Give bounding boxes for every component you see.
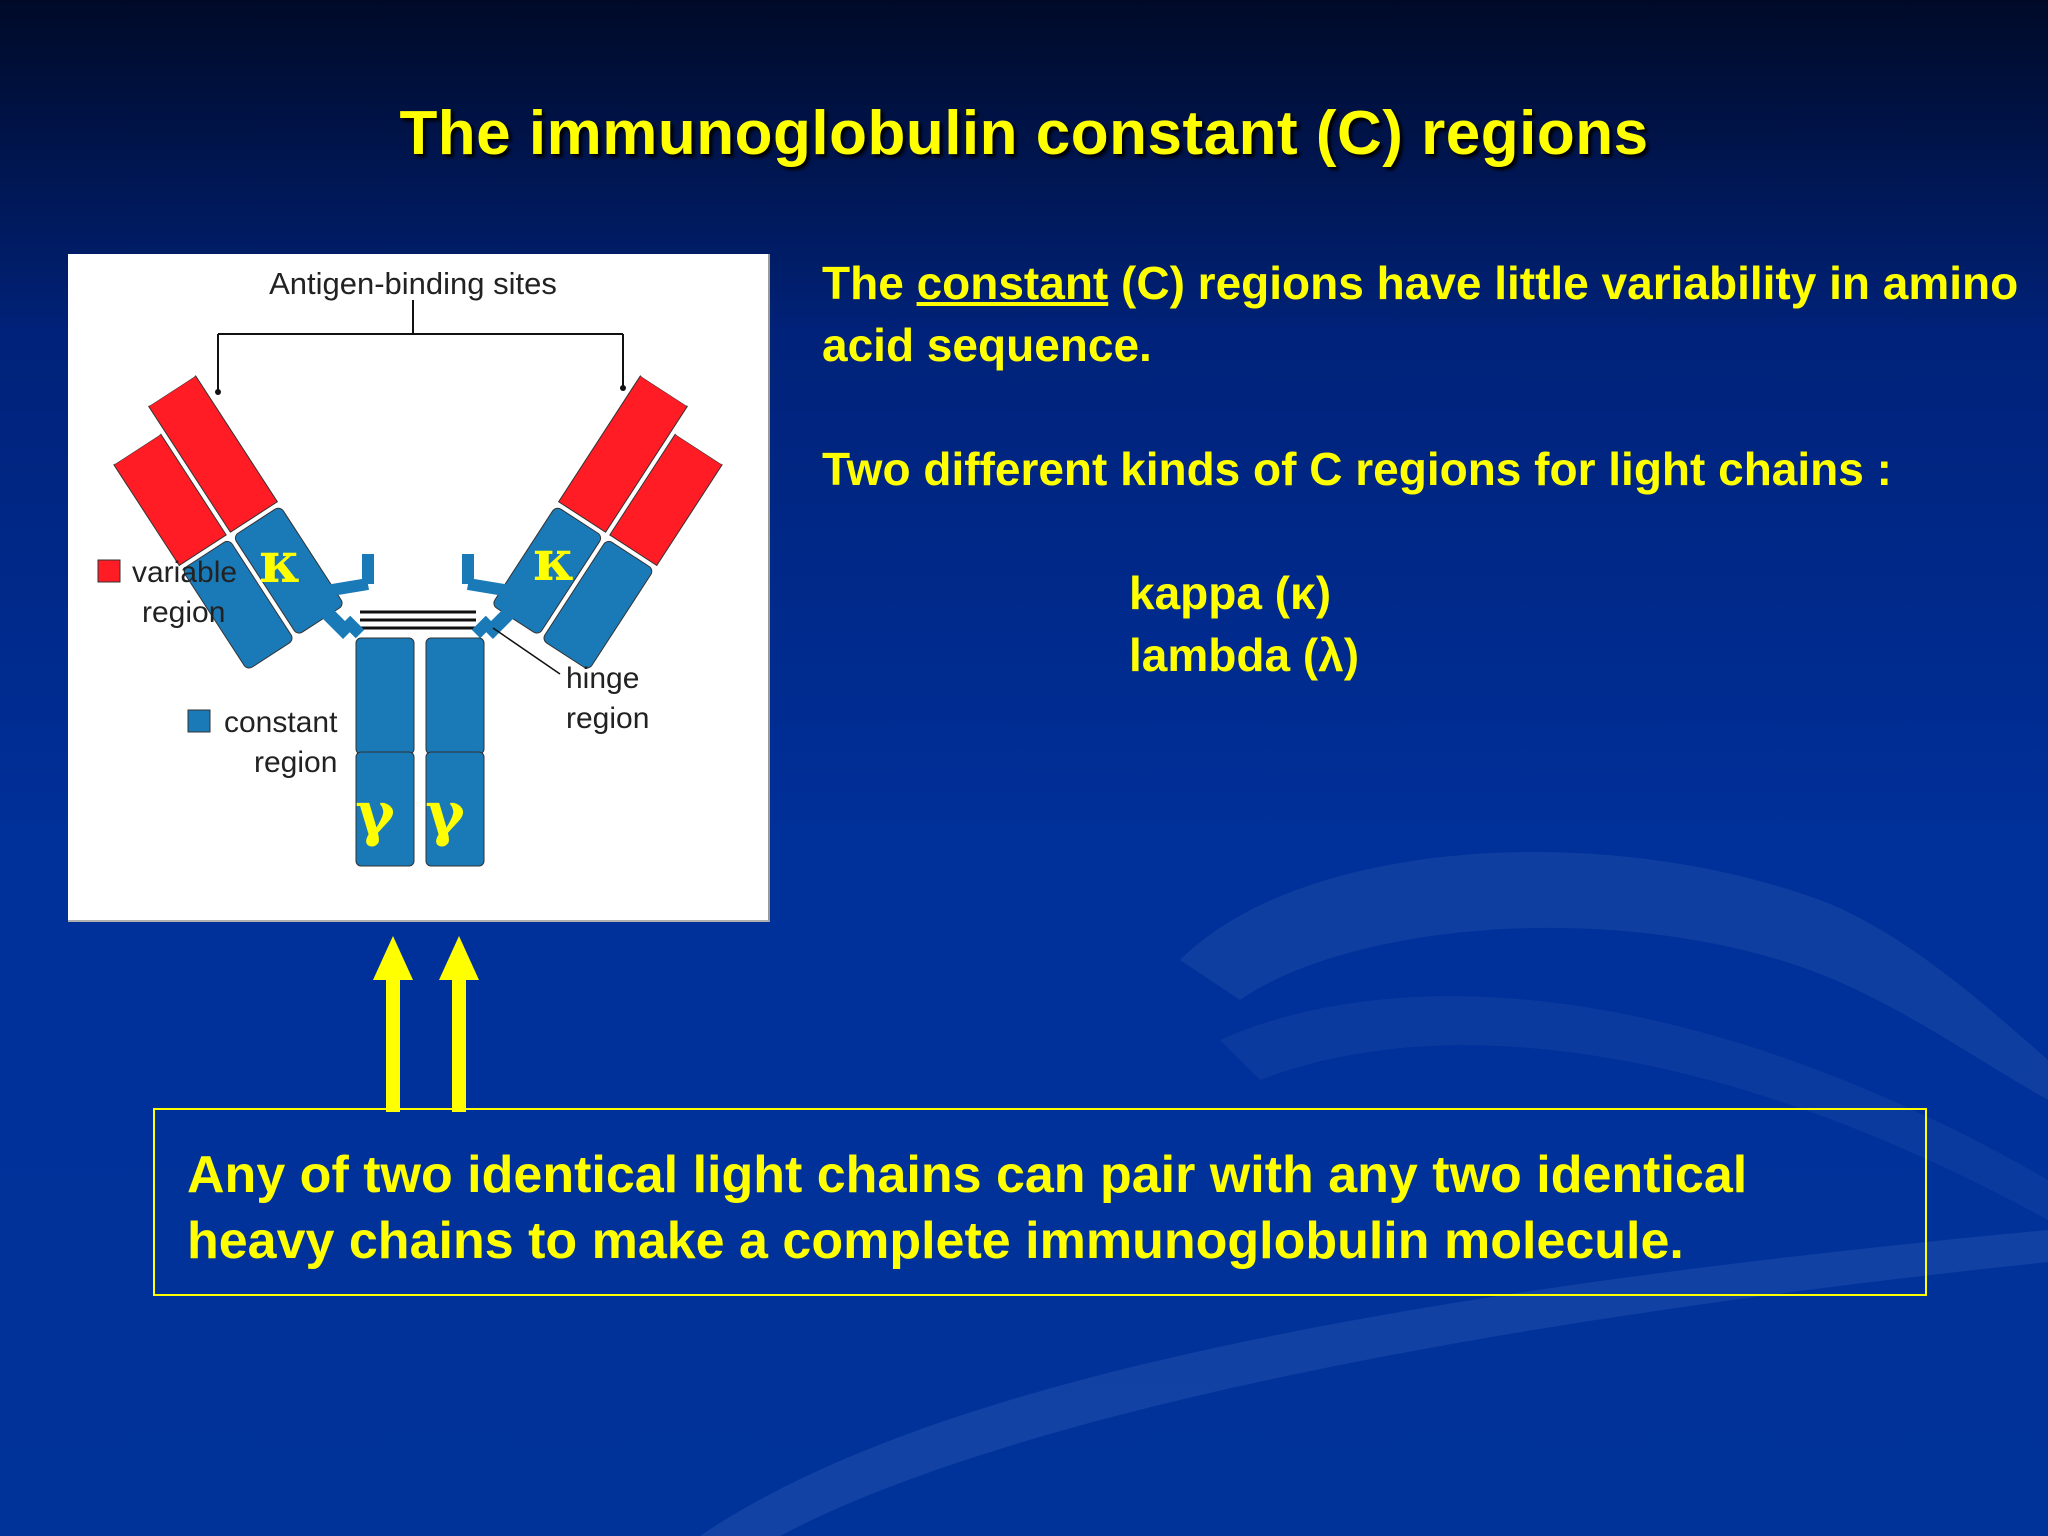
right-light-constant <box>543 540 653 669</box>
right-heavy-variable <box>557 375 688 533</box>
kappa-left-label: κ <box>259 530 301 596</box>
antibody-diagram: Antigen-binding sites <box>68 254 770 922</box>
slide-title: The immunoglobulin constant (C) regions <box>399 99 1649 168</box>
antigen-bracket <box>217 300 624 390</box>
arrow-shaft-left <box>386 976 400 1112</box>
light-chain-kinds-paragraph: Two different kinds of C regions for lig… <box>822 443 1892 495</box>
gamma-right-label: γ <box>425 779 465 849</box>
constant-legend-label-1: constant <box>224 706 338 739</box>
antigen-binding-label: Antigen-binding sites <box>269 266 557 301</box>
hinge-pointer <box>492 627 561 675</box>
kappa-right-label: κ <box>533 528 575 594</box>
explanation-text: The constant (C) regions have little var… <box>822 252 2022 686</box>
right-fab-arm <box>493 375 723 669</box>
kappa-item: kappa (κ) <box>1129 567 1332 619</box>
pairing-note-line-1: Any of two identical light chains can pa… <box>187 1146 1748 1204</box>
arrow-shaft-right <box>452 976 466 1112</box>
constant-underlined: constant <box>916 257 1109 309</box>
lambda-item: lambda (λ) <box>1129 629 1360 681</box>
right-light-variable <box>609 433 723 567</box>
arrow-head-right <box>439 936 479 980</box>
variable-legend-label-1: variable <box>132 556 237 589</box>
right-heavy-fc-lower <box>425 751 485 867</box>
pairing-note-box: Any of two identical light chains can pa… <box>153 1108 1927 1296</box>
right-heavy-fc-upper <box>425 637 485 755</box>
variable-legend-label-2: region <box>142 596 225 629</box>
left-light-constant <box>183 540 293 669</box>
hinge-label-2: region <box>566 702 649 735</box>
disulfide-bonds <box>360 610 476 630</box>
pointer-arrows <box>373 936 479 1112</box>
left-heavy-fc-lower <box>355 751 415 867</box>
hinge-left <box>307 554 374 600</box>
arrow-head-left <box>373 936 413 980</box>
pairing-note-line-2: heavy chains to make a complete immunogl… <box>187 1212 1684 1270</box>
hinge-right <box>462 554 529 600</box>
constant-legend-swatch <box>187 709 211 733</box>
variable-legend-swatch <box>97 559 121 583</box>
constant-regions-paragraph: The constant (C) regions have little var… <box>822 257 2019 371</box>
hinge-label-1: hinge <box>566 662 639 695</box>
gamma-left-label: γ <box>355 779 395 849</box>
left-light-variable <box>113 433 227 567</box>
constant-legend-label-2: region <box>254 746 337 779</box>
light-chain-kinds-list: kappa (κ) lambda (λ) <box>1129 562 2022 686</box>
left-heavy-fc-upper <box>355 637 415 755</box>
